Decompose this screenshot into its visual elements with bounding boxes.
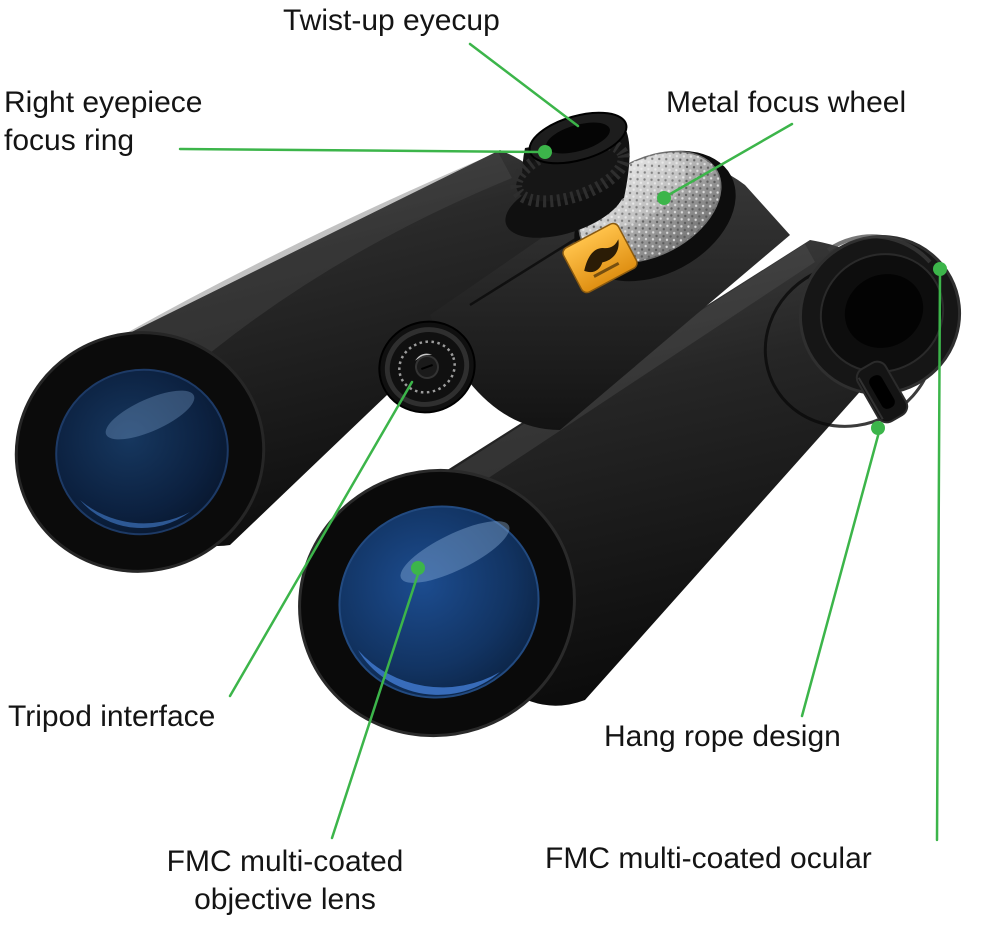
- right-objective-lens: [298, 468, 576, 738]
- brand-badge: [562, 222, 638, 294]
- label-fmc-ocular: FMC multi-coated ocular: [545, 842, 872, 875]
- left-objective-lens: [14, 331, 266, 573]
- left-eyepiece: [505, 111, 630, 238]
- label-hang-rope-design: Hang rope design: [604, 720, 841, 753]
- label-tripod-interface: Tripod interface: [8, 700, 216, 733]
- right-ocular: [798, 234, 962, 395]
- callout-line-focus-ring: [178, 147, 545, 154]
- eyecup-opening: [546, 122, 610, 154]
- callout-dot-focus-wheel: [657, 191, 671, 205]
- callout-line-focus-wheel: [663, 122, 794, 199]
- label-twist-up-eyecup: Twist-up eyecup: [283, 4, 500, 37]
- callout-lines: [178, 42, 942, 842]
- right-lens-glint: [358, 650, 500, 695]
- ocular-highlight: [826, 234, 932, 264]
- callout-line-twist-up-eyecup: [468, 42, 580, 128]
- label-fmc-objective-line2: objective lens: [194, 883, 376, 916]
- right-lens-streak: [400, 521, 510, 583]
- label-metal-focus-wheel: Metal focus wheel: [666, 86, 907, 119]
- callout-dot-hang-rope: [871, 421, 885, 435]
- strap-lug: [855, 360, 909, 424]
- left-barrel-top-sheen: [100, 152, 512, 405]
- callout-dots: [411, 145, 947, 575]
- label-right-eyepiece-focus-ring: Right eyepiece focus ring: [4, 84, 202, 160]
- callout-line-tripod: [228, 380, 414, 698]
- label-right-eyepiece-line1: Right eyepiece: [4, 86, 203, 119]
- callout-dot-objective-lens: [411, 561, 425, 575]
- label-fmc-objective-line1: FMC multi-coated: [166, 845, 404, 878]
- callout-line-objective-lens: [330, 569, 421, 840]
- bird-logo: [584, 239, 619, 273]
- tripod-cap: [378, 320, 476, 414]
- label-fmc-objective-lens: FMC multi-coated objective lens: [135, 843, 435, 919]
- label-right-eyepiece-line2: focus ring: [4, 124, 135, 157]
- callout-dot-focus-ring: [538, 145, 552, 159]
- callout-line-ocular: [935, 270, 942, 842]
- cap-bird-mark: [415, 353, 433, 361]
- binoculars-body: [14, 111, 962, 738]
- callout-line-hang-rope: [800, 430, 881, 718]
- left-lens-streak: [105, 390, 195, 440]
- ocular-lens: [844, 274, 924, 348]
- callout-dot-ocular: [933, 262, 947, 276]
